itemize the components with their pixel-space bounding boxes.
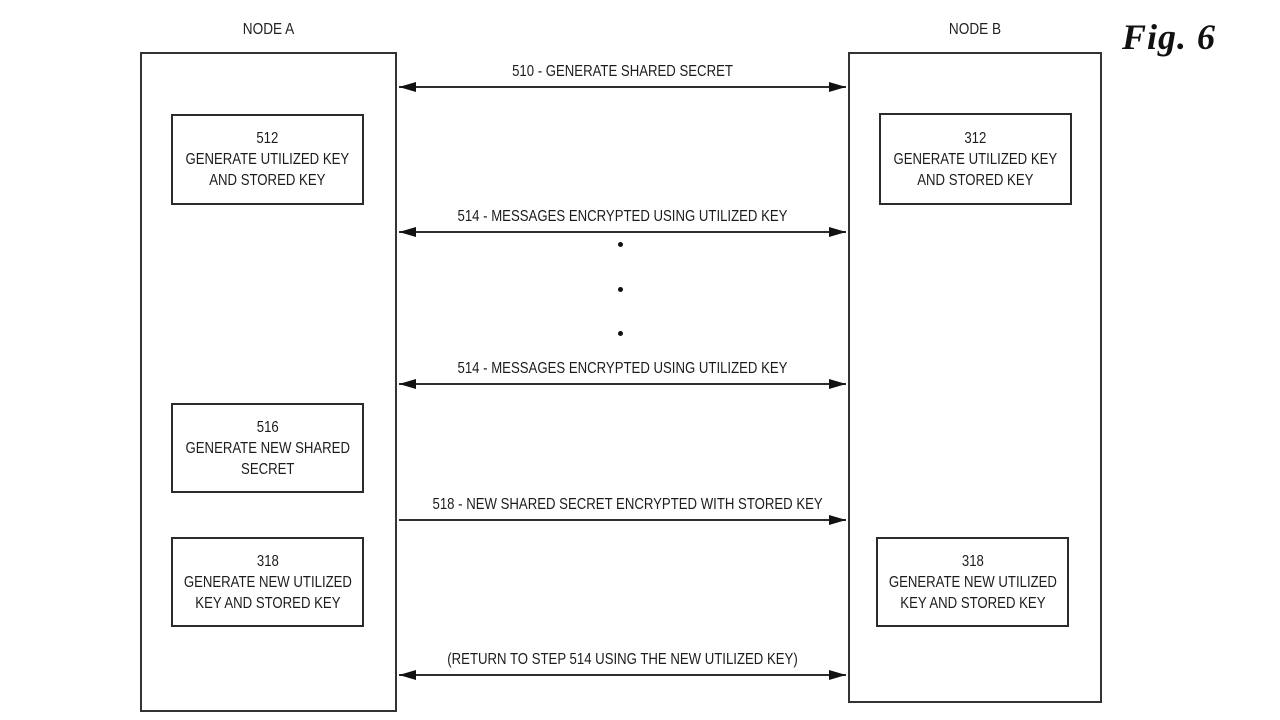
- message-518-label: 518 - NEW SHARED SECRET ENCRYPTED WITH S…: [432, 496, 823, 513]
- step-box-516-text: 516 GENERATE NEW SHARED SECRET: [185, 417, 349, 480]
- ellipsis-dot: [618, 287, 623, 292]
- step-number: 512: [256, 130, 279, 147]
- message-518-line: [399, 519, 846, 521]
- step-box-318-node-b-text: 318 GENERATE NEW UTILIZED KEY AND STORED…: [888, 551, 1056, 614]
- step-line: GENERATE NEW UTILIZED: [183, 573, 352, 591]
- arrowhead-left-icon: [399, 379, 416, 389]
- step-line: GENERATE NEW SHARED: [185, 439, 350, 457]
- step-number: 312: [964, 129, 987, 147]
- step-box-516: 516 GENERATE NEW SHARED SECRET: [171, 403, 364, 493]
- step-box-512-text: 512 GENERATE UTILIZED KEY AND STORED KEY: [186, 128, 350, 191]
- message-return-to-514: (RETURN TO STEP 514 USING THE NEW UTILIZ…: [399, 649, 846, 687]
- step-box-318-node-b: 318 GENERATE NEW UTILIZED KEY AND STORED…: [876, 537, 1069, 627]
- ellipsis-dot: [618, 331, 623, 336]
- step-number: 516: [256, 418, 279, 436]
- arrowhead-right-icon: [829, 670, 846, 680]
- message-514-first-line: [399, 231, 846, 233]
- message-514-first-label: 514 - MESSAGES ENCRYPTED USING UTILIZED …: [457, 208, 788, 225]
- arrowhead-left-icon: [399, 82, 416, 92]
- step-line: AND STORED KEY: [917, 171, 1034, 189]
- message-510-label: 510 - GENERATE SHARED SECRET: [512, 63, 733, 80]
- message-510: 510 - GENERATE SHARED SECRET: [399, 61, 846, 99]
- message-518: 518 - NEW SHARED SECRET ENCRYPTED WITH S…: [399, 494, 846, 532]
- step-line: KEY AND STORED KEY: [899, 594, 1046, 612]
- node-a-title: NODE A: [242, 21, 295, 38]
- node-b-title: NODE B: [948, 21, 1002, 38]
- step-box-512: 512 GENERATE UTILIZED KEY AND STORED KEY: [171, 114, 364, 205]
- step-line: GENERATE NEW UTILIZED: [888, 573, 1057, 591]
- step-line: GENERATE UTILIZED KEY: [185, 151, 350, 168]
- step-number: 318: [256, 552, 279, 570]
- step-line: AND STORED KEY: [209, 172, 326, 189]
- message-514-second-line: [399, 383, 846, 385]
- arrowhead-left-icon: [399, 670, 416, 680]
- message-514-first: 514 - MESSAGES ENCRYPTED USING UTILIZED …: [399, 206, 846, 244]
- message-514-second-label: 514 - MESSAGES ENCRYPTED USING UTILIZED …: [457, 360, 788, 377]
- step-line: GENERATE UTILIZED KEY: [893, 150, 1058, 168]
- arrowhead-right-icon: [829, 227, 846, 237]
- step-box-318-node-a: 318 GENERATE NEW UTILIZED KEY AND STORED…: [171, 537, 364, 627]
- figure-number-label: Fig. 6: [1122, 17, 1217, 57]
- message-510-line: [399, 86, 846, 88]
- step-line: KEY AND STORED KEY: [194, 594, 341, 612]
- message-return-to-514-label: (RETURN TO STEP 514 USING THE NEW UTILIZ…: [447, 651, 798, 668]
- step-number: 318: [961, 552, 984, 570]
- message-return-to-514-line: [399, 674, 846, 676]
- arrowhead-right-icon: [829, 515, 846, 525]
- step-box-312: 312 GENERATE UTILIZED KEY AND STORED KEY: [879, 113, 1072, 205]
- step-box-312-text: 312 GENERATE UTILIZED KEY AND STORED KEY: [894, 128, 1058, 191]
- message-514-second: 514 - MESSAGES ENCRYPTED USING UTILIZED …: [399, 358, 846, 396]
- arrowhead-right-icon: [829, 379, 846, 389]
- step-line: SECRET: [240, 460, 295, 478]
- arrowhead-right-icon: [829, 82, 846, 92]
- step-box-318-node-a-text: 318 GENERATE NEW UTILIZED KEY AND STORED…: [183, 551, 351, 614]
- ellipsis-dot: [618, 242, 623, 247]
- arrowhead-left-icon: [399, 227, 416, 237]
